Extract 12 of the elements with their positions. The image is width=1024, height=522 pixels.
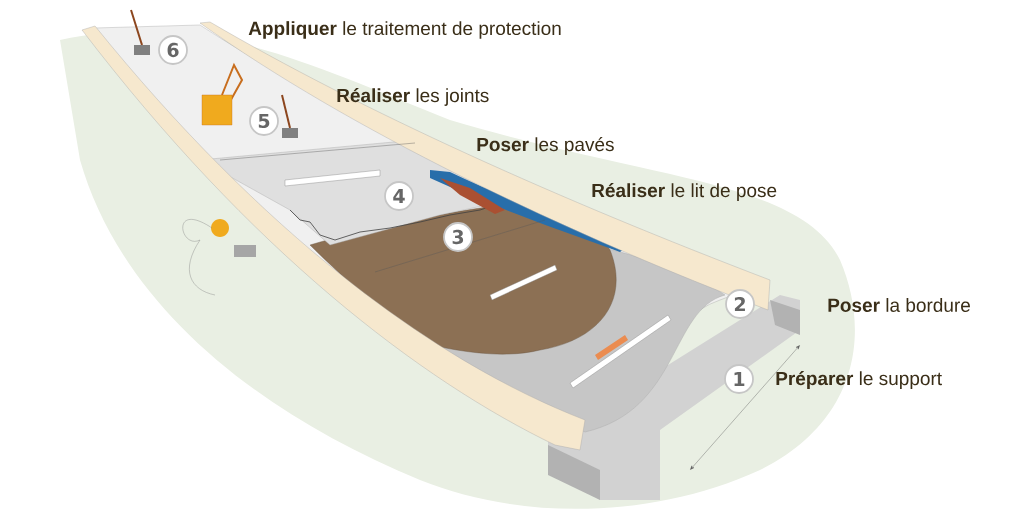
- callout-number: 6: [158, 35, 188, 65]
- step-label: Appliquer le traitement de protection: [248, 21, 561, 39]
- callout-number: 3: [443, 222, 473, 252]
- callout-number: 1: [724, 364, 754, 394]
- step-label: Poser les pavés: [477, 137, 614, 155]
- callout-number: 5: [249, 106, 279, 136]
- step-label: Réaliser les joints: [337, 88, 489, 106]
- step-label: Poser la bordure: [828, 298, 970, 312]
- step-label: Réaliser le lit de pose: [592, 183, 777, 201]
- step-label: Préparer le support: [776, 371, 942, 389]
- callout-number: 4: [384, 181, 414, 211]
- callout-number: 2: [725, 289, 755, 319]
